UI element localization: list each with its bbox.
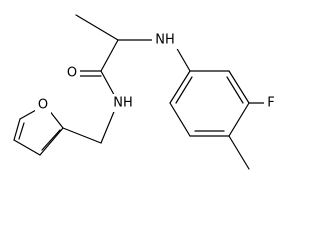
bond-furan-c5-c4	[13, 118, 21, 141]
molecule-structure: O NH NH O F	[13, 14, 278, 170]
bond-ring-c6-c1	[169, 70, 191, 104]
label-layer: O NH NH O F	[35, 31, 278, 115]
bond-alpha-carbonyl	[100, 39, 119, 72]
bond-ring-c2-c3-inner	[226, 76, 244, 104]
bond-methyl-alpha	[75, 14, 119, 41]
amide-nh-label: NH	[113, 96, 133, 111]
bond-furan-c4-c3	[13, 139, 41, 156]
bond-furan-c3-c2	[39, 127, 64, 156]
bond-ring-c6-c1-inner	[175, 76, 193, 104]
bond-ring-c5-c6	[169, 102, 191, 137]
fluorine-label: F	[267, 96, 274, 111]
bond-ring-c3-c4	[228, 102, 250, 137]
amine-nh-label: NH	[155, 33, 175, 48]
furan-oxygen-label: O	[38, 98, 48, 113]
bond-layer	[13, 14, 267, 170]
carbonyl-oxygen-label: O	[67, 66, 77, 81]
bond-furan-c3-c2-inner	[41, 129, 61, 151]
bond-ring-methyl	[228, 135, 250, 170]
bond-furan-c5-c4-inner	[18, 122, 25, 140]
bond-ch2-furan	[62, 127, 102, 144]
bond-ring-c2-c3	[228, 70, 250, 104]
